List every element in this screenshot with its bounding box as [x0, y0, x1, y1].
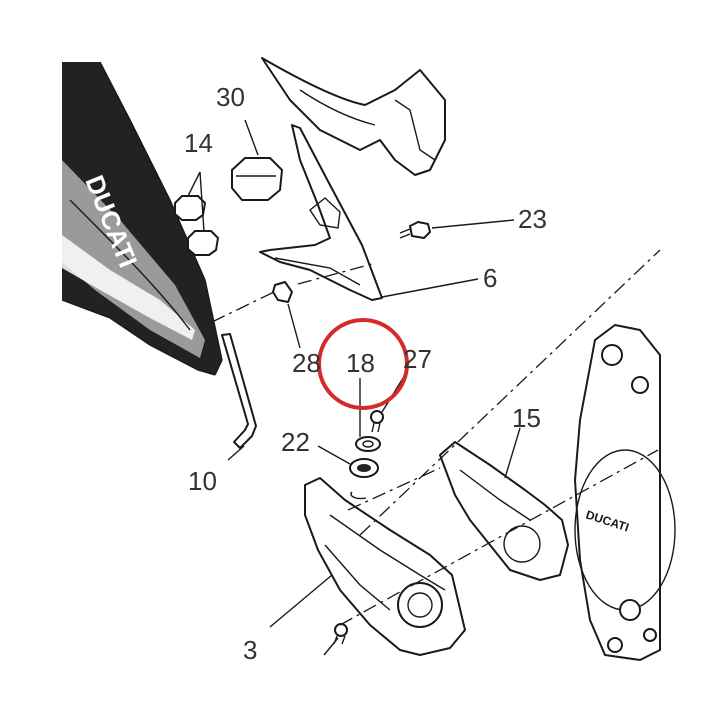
- callout-18: 18: [346, 348, 375, 378]
- callout-3: 3: [243, 635, 257, 665]
- tank-panel: DUCATI: [61, 61, 223, 376]
- part-30-rubber-pad: [231, 157, 283, 201]
- leader-lines: [187, 119, 521, 656]
- part-6-bracket: [259, 124, 383, 301]
- callout-22: 22: [281, 427, 310, 457]
- part-22-grommet: [349, 458, 379, 500]
- assembly-axes: [211, 249, 661, 626]
- callout-labels: 30 14 23 6 28 18 27 10 22 15 3: [184, 82, 547, 665]
- callout-15: 15: [512, 403, 541, 433]
- callout-14: 14: [184, 128, 213, 158]
- callout-27: 27: [403, 344, 432, 374]
- highlight-circle: [317, 318, 409, 410]
- callout-28: 28: [292, 348, 321, 378]
- part-3-front-cover: [304, 477, 466, 656]
- part-10-rod: [221, 333, 257, 449]
- part-27-screw: [370, 410, 384, 433]
- part-23-screw: [399, 221, 431, 239]
- part-18-washer: [355, 436, 381, 452]
- part-15-inner-cover: [439, 441, 569, 581]
- callout-10: 10: [188, 466, 217, 496]
- engine-block: DUCATI: [574, 324, 676, 661]
- part-28-clip: [272, 281, 293, 303]
- upper-fairing-piece: [261, 57, 446, 176]
- callout-6: 6: [483, 263, 497, 293]
- callout-23: 23: [518, 204, 547, 234]
- part-14-grommets: [174, 195, 219, 256]
- callout-30: 30: [216, 82, 245, 112]
